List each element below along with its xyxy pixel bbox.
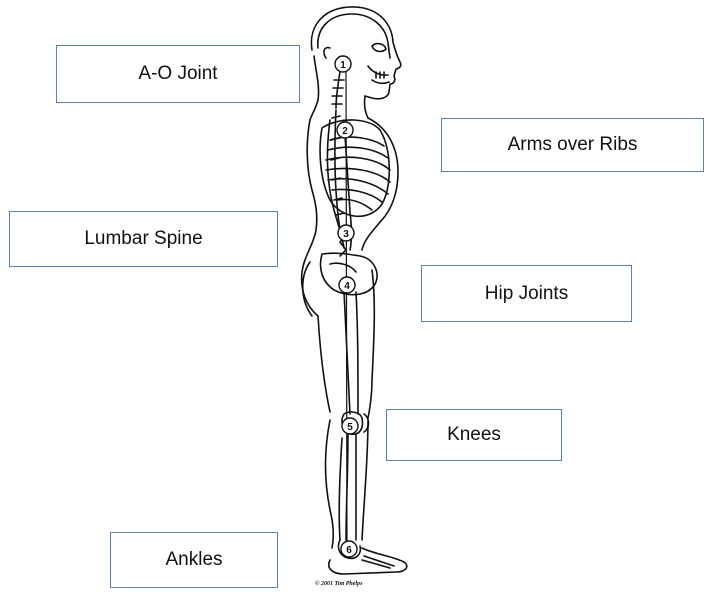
joint-number-5: 5 — [347, 422, 353, 433]
label-ao-joint: A-O Joint — [56, 45, 300, 103]
jaw — [368, 66, 389, 83]
label-lumbar-spine-text: Lumbar Spine — [84, 228, 202, 250]
label-arms-over-ribs: Arms over Ribs — [441, 118, 704, 172]
torso-back — [302, 120, 318, 316]
thigh-back — [318, 316, 330, 412]
label-hip-joints-text: Hip Joints — [485, 283, 568, 305]
fibula — [339, 438, 342, 540]
cervical-spine — [336, 72, 340, 108]
ear — [324, 48, 330, 58]
label-knees-text: Knees — [447, 424, 501, 446]
joint-number-3: 3 — [343, 229, 349, 240]
neck-back — [310, 56, 319, 120]
joint-number-6: 6 — [346, 545, 352, 556]
joint-number-1: 1 — [340, 60, 346, 71]
label-knees: Knees — [386, 409, 562, 461]
joint-number-2: 2 — [342, 126, 348, 137]
shin-front — [362, 420, 368, 540]
label-hip-joints: Hip Joints — [421, 265, 632, 322]
image-credit: © 2001 Tim Phelps — [315, 581, 362, 587]
label-lumbar-spine: Lumbar Spine — [9, 211, 278, 267]
joint-number-4: 4 — [344, 281, 350, 292]
rib-cage — [320, 120, 389, 216]
thigh-front — [368, 270, 374, 418]
label-ankles: Ankles — [110, 532, 278, 588]
label-ao-joint-text: A-O Joint — [138, 63, 217, 85]
label-arms-over-ribs-text: Arms over Ribs — [508, 134, 638, 156]
torso-front — [362, 118, 398, 250]
eye-socket — [372, 44, 386, 52]
label-ankles-text: Ankles — [165, 549, 222, 571]
calf — [326, 420, 334, 548]
